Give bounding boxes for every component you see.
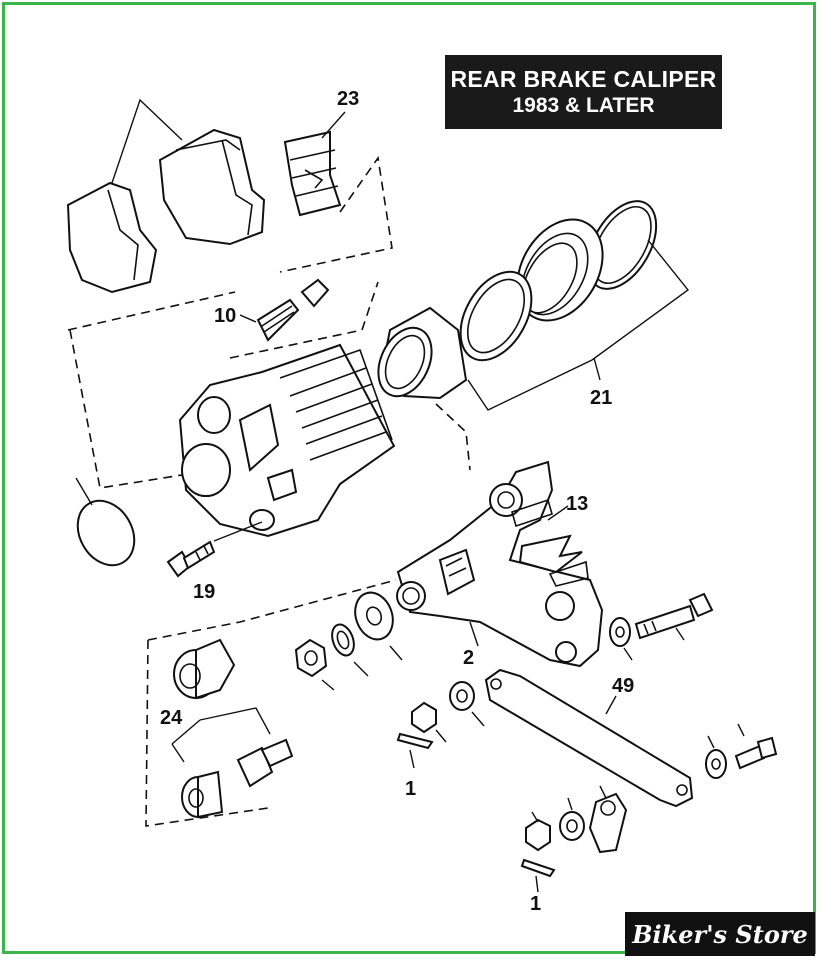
- callout-19: 19: [193, 581, 215, 603]
- washer-leaders: [321, 645, 403, 691]
- brake-pad-right: [158, 128, 266, 246]
- seal-kit-leader: [593, 357, 601, 381]
- store-watermark-logo: Biker's Store: [625, 912, 815, 956]
- o-ring-leader: [75, 477, 93, 506]
- piston-boot: [516, 218, 604, 322]
- brake-pad-left: [66, 181, 158, 294]
- mounting-pin: [236, 738, 294, 788]
- retaining-ring: [586, 200, 658, 290]
- bushing-kit-bracket: [171, 707, 271, 763]
- spacer: [449, 681, 475, 711]
- caliper-dashed-outline: [67, 291, 236, 489]
- cotter-lower-leader: [535, 875, 539, 893]
- caliper-piston: [377, 306, 468, 400]
- clamp: [588, 792, 628, 854]
- seal-kit-bracket: [467, 239, 690, 411]
- hex-nut-middle: [411, 701, 437, 734]
- rear-bolt-leaders: [623, 627, 685, 661]
- title-line-1: REAR BRAKE CALIPER: [450, 66, 717, 92]
- title-line-2: 1983 & LATER: [512, 94, 655, 117]
- torque-arm: [484, 668, 694, 808]
- callout-13: 13: [566, 493, 588, 515]
- callout-21: 21: [590, 387, 612, 409]
- clip-leader: [321, 111, 346, 139]
- rubber-bushing: [173, 638, 236, 700]
- lock-washer: [331, 623, 355, 657]
- bracket-dashed-outline: [145, 579, 397, 827]
- callout-23: 23: [337, 88, 359, 110]
- bracket-leader: [469, 621, 479, 647]
- caliper-bolt: [166, 540, 216, 578]
- middle-hardware-leaders: [435, 711, 485, 743]
- callout-49: 49: [612, 675, 634, 697]
- rear-washer: [609, 617, 631, 647]
- cotter-pin-lower: [520, 858, 556, 878]
- callout-2: 2: [463, 647, 474, 669]
- piston-dashed-outline: [435, 403, 471, 471]
- arm-bolt: [734, 736, 778, 770]
- anti-rattle-spring: [511, 498, 589, 587]
- bolt-leader: [213, 521, 263, 542]
- washer-lower: [559, 811, 585, 841]
- o-ring: [76, 499, 136, 567]
- diagram-title-box: REAR BRAKE CALIPER 1983 & LATER: [445, 55, 722, 129]
- cotter-pin-upper: [396, 732, 434, 750]
- lower-hardware-leaders: [531, 785, 607, 823]
- torque-arm-leader: [605, 695, 617, 715]
- piston-seal: [459, 270, 533, 362]
- callout-10: 10: [214, 305, 236, 327]
- callout-1-lower: 1: [530, 893, 541, 915]
- pad-dashed-outline: [279, 155, 393, 273]
- hex-nut-upper: [294, 638, 328, 678]
- bleeder-dashed-outline: [229, 281, 379, 359]
- spring-leader: [547, 505, 569, 521]
- spring-clip: [283, 130, 342, 217]
- callout-1-upper: 1: [405, 778, 416, 800]
- caliper-housing: [178, 343, 396, 538]
- callout-24: 24: [160, 707, 183, 729]
- rear-bolt: [634, 592, 714, 640]
- bleeder-valve: [256, 278, 330, 342]
- flat-washer-large: [354, 591, 394, 641]
- arm-hardware-leaders: [707, 723, 745, 749]
- cotter-upper-leader: [409, 749, 415, 769]
- bleeder-leader: [239, 314, 257, 323]
- arm-washer: [705, 749, 727, 779]
- pad-leader: [111, 98, 183, 184]
- sleeve-bushing: [181, 770, 224, 819]
- hex-nut-lower: [525, 818, 551, 852]
